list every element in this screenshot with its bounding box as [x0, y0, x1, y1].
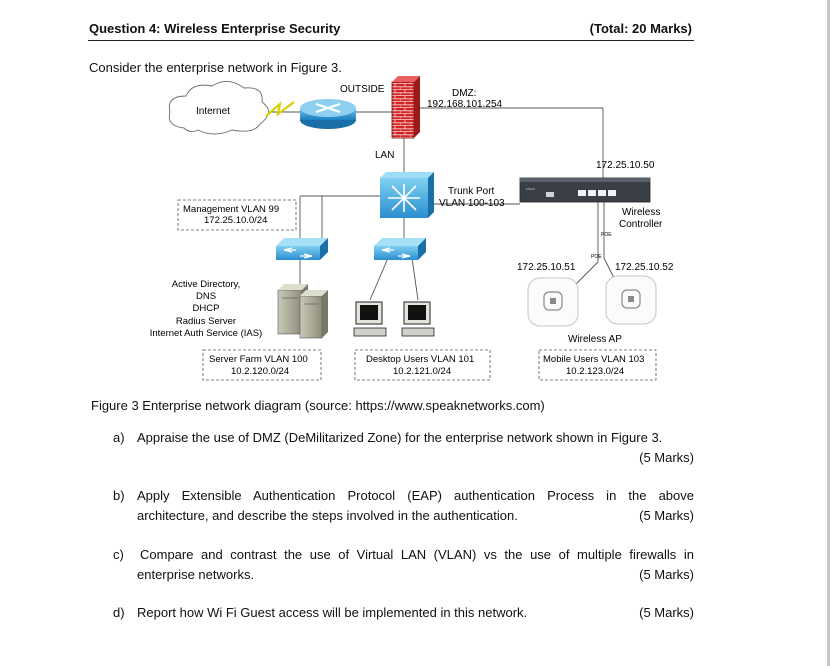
ap2-ip: 172.25.10.52: [615, 262, 674, 273]
service-item: DNS: [196, 291, 216, 302]
wlc-ip: 172.25.10.50: [596, 160, 655, 171]
question-text: architecture, and describe the steps inv…: [137, 508, 518, 523]
services-list: Active Directory, DNS DHCP Radius Server…: [150, 279, 262, 339]
question-marks: (5 Marks): [639, 450, 694, 465]
connection-lines: [258, 107, 621, 301]
internet-label: Internet: [196, 106, 230, 117]
outside-label: OUTSIDE: [340, 84, 385, 95]
question-c: c) Compare and contrast the use of Virtu…: [113, 545, 694, 585]
question-label: d): [113, 605, 125, 620]
desktop-vlan-subnet: 10.2.121.0/24: [393, 366, 451, 377]
svg-text:cisco: cisco: [526, 186, 536, 191]
service-item: Radius Server: [176, 316, 236, 327]
question-text: Compare and contrast the use of Virtual …: [140, 547, 694, 562]
server-farm-vlan-box: [202, 349, 322, 381]
router-icon: [300, 99, 356, 129]
trunk-vlan-label: VLAN 100-103: [439, 198, 505, 209]
ap1-ip: 172.25.10.51: [517, 262, 576, 273]
mobile-vlan-label: Mobile Users VLAN 103: [543, 354, 644, 365]
question-title: Question 4: Wireless Enterprise Security: [89, 21, 341, 36]
lan-label: LAN: [375, 150, 394, 161]
desktop-computer-icon: [401, 301, 435, 337]
dmz-title: DMZ:: [452, 88, 476, 99]
intro-text: Consider the enterprise network in Figur…: [89, 60, 342, 75]
question-text: Appraise the use of DMZ (DeMilitarized Z…: [137, 430, 663, 445]
server-farm-vlan-subnet: 10.2.120.0/24: [231, 366, 289, 377]
desktop-computer-icon: [353, 301, 387, 337]
wireless-controller-icon: cisco: [519, 177, 651, 203]
desktop-vlan-box: [354, 349, 491, 381]
page-edge: [827, 0, 830, 666]
question-label: b): [113, 488, 125, 503]
serial-link-icon: [265, 101, 295, 117]
access-point-icon: [605, 275, 657, 325]
internet-cloud-icon: [168, 81, 269, 135]
firewall-icon: [391, 76, 420, 139]
question-b: b) Apply Extensible Authentication Proto…: [113, 486, 694, 526]
mobile-vlan-box: [538, 349, 657, 381]
access-switch-icon: [374, 238, 426, 260]
question-header: Question 4: Wireless Enterprise Security…: [88, 20, 694, 41]
wlc-label-2: Controller: [619, 219, 663, 230]
wlc-label-1: Wireless: [622, 207, 660, 218]
dmz-ip: 192.168.101.254: [427, 99, 503, 110]
question-text: enterprise networks.: [137, 567, 255, 582]
service-item: DHCP: [193, 303, 220, 314]
service-item: Internet Auth Service (IAS): [150, 328, 262, 339]
mobile-vlan-subnet: 10.2.123.0/24: [566, 366, 624, 377]
poe-label-2: POE: [591, 254, 602, 260]
question-total-marks: (Total: 20 Marks): [589, 21, 692, 36]
server-icon: [277, 284, 328, 339]
question-text: Report how Wi Fi Guest access will be im…: [137, 605, 528, 620]
question-marks: (5 Marks): [639, 567, 694, 582]
management-vlan-label: Management VLAN 99: [183, 204, 279, 215]
desktop-vlan-label: Desktop Users VLAN 101: [366, 354, 474, 365]
server-farm-vlan-label: Server Farm VLAN 100: [209, 354, 308, 365]
question-a: a) Appraise the use of DMZ (DeMilitarize…: [113, 428, 694, 468]
question-label: c): [113, 547, 124, 562]
poe-label-1: POE: [601, 232, 612, 238]
service-item: Active Directory,: [172, 279, 240, 290]
question-label: a): [113, 430, 125, 445]
question-marks: (5 Marks): [639, 605, 694, 620]
question-d: d) Report how Wi Fi Guest access will be…: [113, 603, 694, 623]
management-vlan-subnet: 172.25.10.0/24: [204, 215, 267, 226]
trunk-port-label: Trunk Port: [448, 186, 495, 197]
wireless-ap-label: Wireless AP: [568, 334, 622, 345]
access-switch-icon: [276, 238, 328, 260]
management-vlan-box: [177, 199, 297, 231]
core-switch-icon: [380, 172, 434, 218]
question-marks: (5 Marks): [639, 508, 694, 523]
figure-caption: Figure 3 Enterprise network diagram (sou…: [91, 398, 545, 413]
question-text: Apply Extensible Authentication Protocol…: [137, 488, 694, 503]
access-point-icon: [527, 277, 579, 327]
